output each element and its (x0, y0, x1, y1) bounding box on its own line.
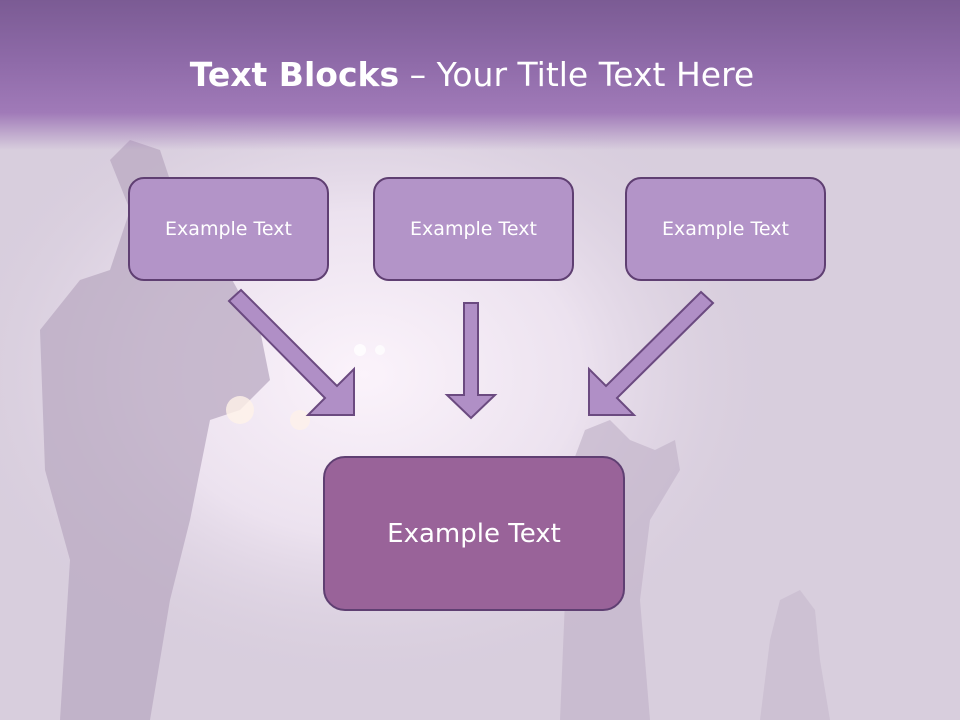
text-block-bottom-label: Example Text (387, 518, 561, 549)
arrow-down-right-icon (227, 288, 355, 416)
text-block-right-label: Example Text (662, 218, 789, 240)
title-bold-part: Text Blocks (189, 55, 400, 94)
arrow-down-icon (444, 302, 498, 420)
arrow-down-left-icon (588, 290, 715, 416)
text-block-left[interactable]: Example Text (128, 177, 329, 281)
text-block-left-label: Example Text (165, 218, 292, 240)
page-title: Text Blocks – Your Title Text Here (0, 52, 944, 98)
text-block-right[interactable]: Example Text (625, 177, 826, 281)
title-rest-part: Your Title Text Here (436, 55, 755, 94)
text-block-center[interactable]: Example Text (373, 177, 574, 281)
title-dash: – (399, 55, 437, 94)
title-band (0, 0, 960, 150)
text-block-bottom[interactable]: Example Text (323, 456, 625, 611)
text-block-center-label: Example Text (410, 218, 537, 240)
